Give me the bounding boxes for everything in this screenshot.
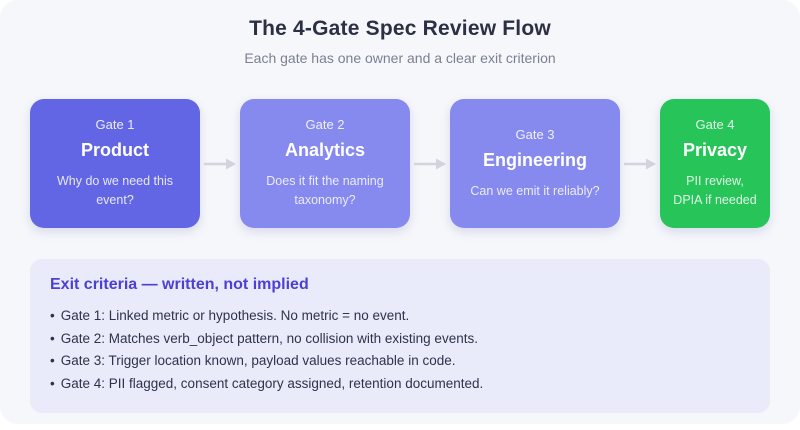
gates-row: Gate 1 Product Why do we need this event… [30, 99, 770, 228]
gate-description: PII review, DPIA if needed [673, 174, 757, 207]
page-subtitle: Each gate has one owner and a clear exit… [244, 50, 556, 66]
gate-name: Privacy [682, 140, 748, 161]
gate-card-privacy: Gate 4 Privacy PII review, DPIA if neede… [660, 99, 770, 228]
bullet-icon: • [50, 375, 55, 391]
arrow-right-icon [200, 99, 240, 228]
gate-name: Analytics [284, 140, 366, 161]
gate-card-product: Gate 1 Product Why do we need this event… [30, 99, 200, 228]
gate-card-analytics: Gate 2 Analytics Does it fit the naming … [240, 99, 410, 228]
exit-criteria-item: • Gate 2: Matches verb_object pattern, n… [50, 328, 750, 351]
exit-criteria-text: Gate 2: Matches verb_object pattern, no … [60, 330, 478, 346]
gate-card-engineering: Gate 3 Engineering Can we emit it reliab… [450, 99, 620, 228]
bullet-icon: • [50, 353, 55, 368]
gate-name: Engineering [482, 149, 587, 170]
exit-criteria-text: Gate 1: Linked metric or hypothesis. No … [60, 308, 410, 323]
page-title: The 4-Gate Spec Review Flow [249, 17, 551, 40]
gate-name: Product [80, 140, 149, 161]
exit-criteria-text: Gate 3: Trigger location known, payload … [60, 353, 456, 368]
gate-description: Why do we need this event? [56, 174, 174, 207]
exit-criteria-heading: Exit criteria — written, not implied [50, 276, 309, 293]
exit-criteria-item: • Gate 1: Linked metric or hypothesis. N… [50, 305, 750, 328]
exit-criteria-panel: Exit criteria — written, not implied • G… [30, 259, 770, 413]
exit-criteria-list: • Gate 1: Linked metric or hypothesis. N… [50, 305, 750, 395]
gate-label: Gate 3 [515, 126, 555, 142]
arrow-right-icon [410, 99, 450, 228]
exit-criteria-item: • Gate 4: PII flagged, consent category … [50, 373, 750, 396]
gate-label: Gate 2 [305, 117, 345, 133]
gate-description: Does it fit the naming taxonomy? [266, 174, 384, 207]
gate-label: Gate 4 [695, 117, 735, 133]
arrow-right-icon [620, 99, 660, 228]
bullet-icon: • [50, 308, 55, 323]
bullet-icon: • [50, 330, 55, 346]
exit-criteria-text: Gate 4: PII flagged, consent category as… [60, 375, 484, 391]
gate-label: Gate 1 [95, 117, 135, 133]
exit-criteria-item: • Gate 3: Trigger location known, payloa… [50, 350, 750, 373]
gate-description: Can we emit it reliably? [470, 183, 600, 198]
